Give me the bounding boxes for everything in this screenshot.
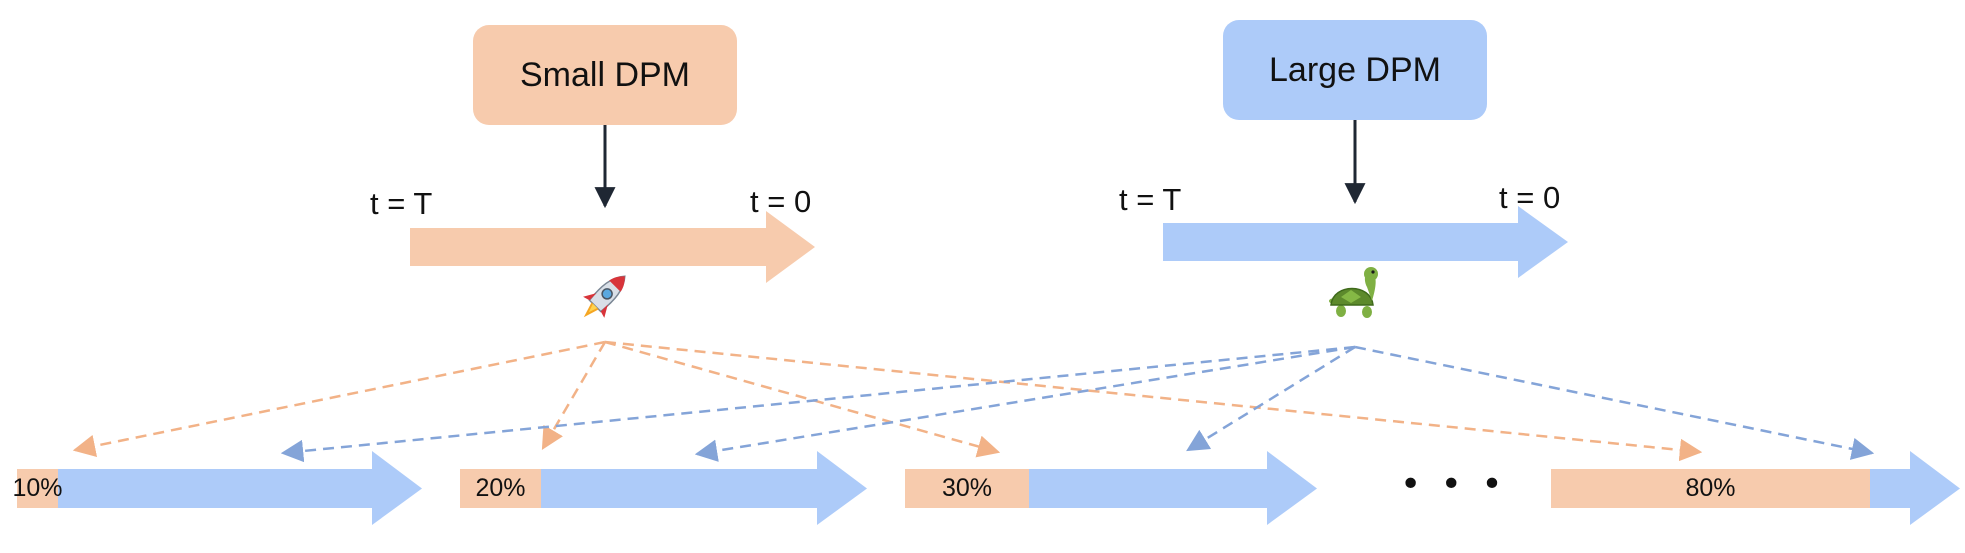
large-dpm-box: Large DPM bbox=[1223, 20, 1487, 120]
large-to-20-arrow bbox=[694, 345, 1356, 462]
rocket-icon bbox=[583, 275, 626, 318]
small-dpm-box: Small DPM bbox=[473, 25, 737, 125]
large-to-80-arrow bbox=[1354, 345, 1875, 460]
small-to-30-arrow bbox=[604, 340, 1001, 458]
large-dpm-dashed-arrows bbox=[280, 345, 1875, 463]
turtle-icon bbox=[1329, 267, 1378, 318]
split-label-1: 20% bbox=[475, 474, 526, 502]
split-label-2: 30% bbox=[941, 474, 993, 502]
split-arrows bbox=[17, 451, 1960, 525]
split-label-3: 80% bbox=[1685, 474, 1736, 502]
split-arrow-0 bbox=[17, 451, 422, 525]
large-dpm-label: Large DPM bbox=[1269, 50, 1441, 89]
large-to-30-arrow bbox=[1186, 345, 1356, 452]
split-small-segment-0 bbox=[17, 469, 58, 508]
small-dpm-label: Small DPM bbox=[519, 55, 691, 94]
split-small-segment-3 bbox=[1551, 469, 1870, 508]
large-dpm-t-start-label: t = T bbox=[1119, 182, 1182, 217]
small-dpm-dashed-arrows bbox=[72, 340, 1703, 462]
large-dpm-timeline-arrow bbox=[1163, 206, 1568, 278]
small-to-10-arrow bbox=[72, 340, 606, 457]
small-dpm-timeline-arrow bbox=[410, 211, 815, 283]
split-small-segment-1 bbox=[460, 469, 541, 508]
split-arrow-1 bbox=[460, 451, 867, 525]
large-dpm-t-end-label: t = 0 bbox=[1499, 180, 1561, 215]
large-to-10-arrow bbox=[280, 345, 1356, 463]
small-dpm-t-start-label: t = T bbox=[370, 186, 433, 221]
small-to-20-arrow bbox=[541, 341, 607, 450]
small-dpm-t-end-label: t = 0 bbox=[750, 184, 812, 219]
small-to-80-arrow bbox=[604, 340, 1703, 462]
ellipsis: • • • bbox=[1400, 464, 1507, 505]
split-small-segment-2 bbox=[905, 469, 1029, 508]
split-label-0: 10% bbox=[12, 474, 63, 502]
